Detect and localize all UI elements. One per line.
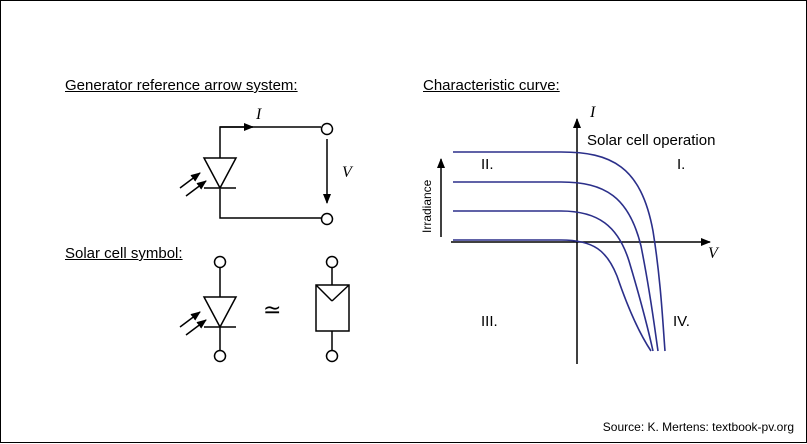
symbol-heading: Solar cell symbol:	[65, 245, 183, 262]
light-arrow-1	[179, 172, 201, 189]
generator-circuit	[179, 122, 334, 226]
iv-curve-3	[453, 210, 654, 352]
terminal-bottom	[320, 212, 334, 226]
quadrant-label-3: III.	[481, 313, 498, 330]
symbol-terminal-bottom	[213, 349, 227, 363]
iv-curves	[453, 151, 666, 352]
y-axis-label: I	[590, 104, 596, 121]
irradiance-label: Irradiance	[420, 179, 434, 233]
x-axis-label: V	[708, 245, 718, 262]
operation-label: Solar cell operation	[587, 132, 716, 149]
voltage-label: V	[342, 164, 352, 181]
box-terminal-top	[325, 255, 339, 269]
equivalence-symbol: ≃	[263, 297, 282, 322]
diode-symbol	[179, 255, 238, 363]
bottom-wire	[219, 189, 321, 219]
symbol-light-arrow-1	[179, 311, 201, 328]
characteristic-heading: Characteristic curve:	[423, 77, 560, 94]
quadrant-label-4: IV.	[673, 313, 690, 330]
quadrant-label-2: II.	[481, 156, 494, 173]
diode-triangle	[202, 157, 238, 190]
terminal-top	[320, 122, 334, 136]
box-terminal-bottom	[325, 349, 339, 363]
symbol-diode-triangle	[202, 296, 238, 329]
symbol-light-arrow-2	[185, 319, 207, 336]
light-arrow-2	[185, 180, 207, 197]
solar-cell-box-symbol	[315, 255, 350, 363]
generator-heading: Generator reference arrow system:	[65, 77, 298, 94]
iv-curve-4	[453, 239, 652, 352]
iv-curve-2	[453, 181, 659, 352]
current-label: I	[256, 106, 262, 123]
top-wire	[219, 126, 321, 156]
source-credit: Source: K. Mertens: textbook-pv.org	[602, 420, 794, 434]
cell-rectangle	[315, 284, 350, 332]
iv-curve-1	[453, 151, 666, 352]
symbol-terminal-top	[213, 255, 227, 269]
quadrant-label-1: I.	[677, 156, 686, 173]
